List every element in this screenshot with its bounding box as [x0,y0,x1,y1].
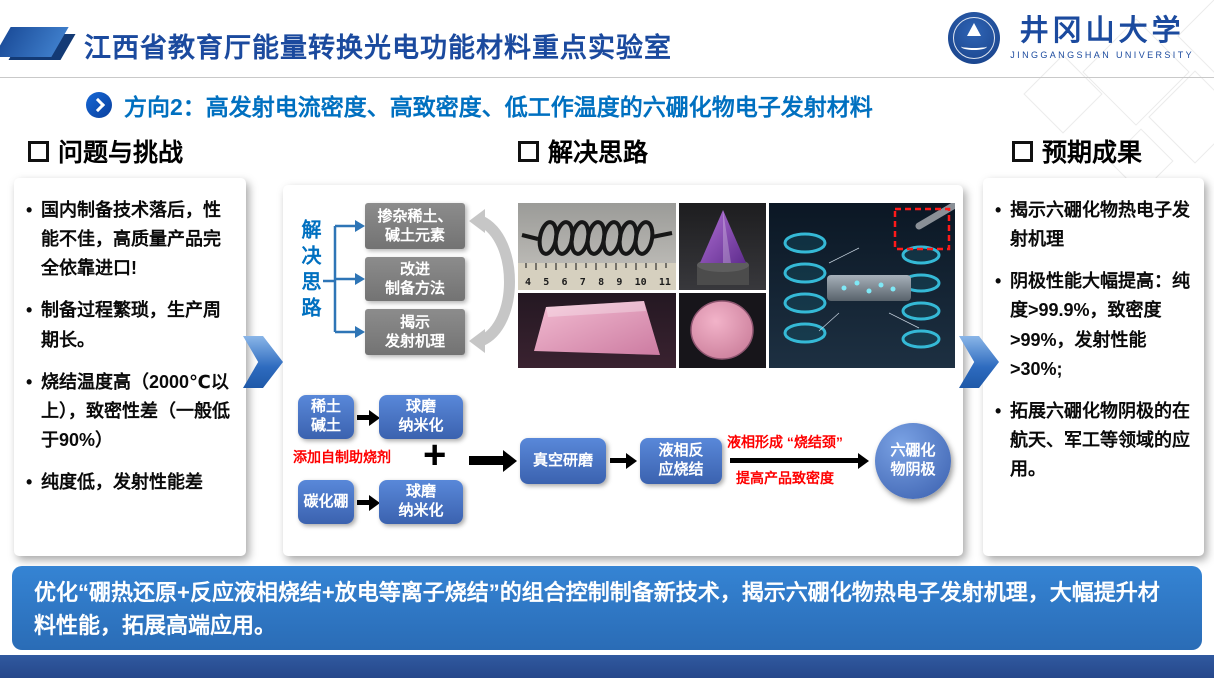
solution-title: 解决思路 [548,139,649,167]
summary-text: 优化“硼热还原+反应液相烧结+放电等离子烧结”的组合控制制备新技术，揭示六硼化物… [34,580,1160,638]
university-name-cn: 井冈山大学 [1019,14,1185,47]
results-list: 揭示六硼化物热电子发射机理 阴极性能大幅提高：纯度>99.9%，致密度>99%，… [995,196,1192,484]
flow-box-liquid-phase-sintering: 液相反 应烧结 [640,438,722,484]
ruler-number: 9 [616,277,623,288]
arrow-right-icon [610,458,626,463]
strategy-box-improve-method: 改进 制备方法 [365,257,465,301]
photo-pink-pellet [679,293,766,368]
flow-output-hexaboride-cathode: 六硼化 物阴极 [875,423,951,499]
bottom-strip-decoration [0,655,1214,678]
header-divider [0,77,1214,78]
flow-box-boron-carbide: 碳化硼 [298,480,354,524]
list-item: 烧结温度高（2000℃以上），致密性差（一般低于90%） [26,368,234,455]
solution-vertical-label: 解决思路 [298,219,320,323]
list-item: 拓展六硼化物阴极的在航天、军工等领域的应用。 [995,397,1192,484]
solution-panel: 解决思路 掺杂稀土、 碱土元素 改进 制备方法 揭示 发射机理 [283,185,963,556]
diagram-cathode-device [769,203,955,368]
ruler-number: 8 [598,277,605,288]
section-header-problems: 问题与挑战 [28,133,183,169]
ruler-number: 10 [634,277,647,288]
section-header-solution: 解决思路 [518,133,648,169]
section-header-results: 预期成果 [1012,133,1142,169]
strategy-box-reveal-mechanism: 揭示 发射机理 [365,309,465,355]
list-item: 国内制备技术落后，性能不佳，高质量产品完全依靠进口! [26,196,234,283]
ruler-number: 11 [658,277,671,288]
emblem-ring [953,17,996,59]
university-emblem-icon [948,12,1001,64]
university-logo-text: 井冈山大学 JINGGANGSHAN UNIVERSITY [1010,14,1194,60]
note-sintering-neck: 液相形成 “烧结颈” [727,434,843,450]
arrow-right-icon [357,415,369,420]
ruler-number: 4 [525,277,532,288]
ruler-number: 5 [543,277,550,288]
solution-branch-connector [323,220,365,338]
cycle-arrow-icon [469,209,515,353]
arrow-right-icon [469,456,503,465]
list-item: 阴极性能大幅提高：纯度>99.9%，致密度>99%，发射性能>30%; [995,267,1192,384]
summary-bar: 优化“硼热还原+反应液相烧结+放电等离子烧结”的组合控制制备新技术，揭示六硼化物… [12,566,1202,650]
direction-title: 方向2：高发射电流密度、高致密度、低工作温度的六硼化物电子发射材料 [124,94,873,120]
page-title: 江西省教育厅能量转换光电功能材料重点实验室 [84,33,672,63]
arrow-right-icon [357,500,369,505]
results-title: 预期成果 [1042,139,1143,167]
flow-chevron-arrow-icon [243,336,283,388]
direction-row: 方向2：高发射电流密度、高致密度、低工作温度的六硼化物电子发射材料 [86,88,873,122]
plus-sign: + [423,433,447,477]
ruler-scale-numbers: 4 5 6 7 8 9 10 11 [525,277,671,288]
square-bullet-icon [1012,140,1033,162]
flow-box-vacuum-grinding: 真空研磨 [520,438,606,484]
flow-box-rare-earth: 稀土 碱土 [298,395,354,439]
flow-box-ball-milling-top: 球磨 纳米化 [379,395,463,439]
problems-list: 国内制备技术落后，性能不佳，高质量产品完全依靠进口! 制备过程繁琐，生产周期长。… [26,196,234,498]
emblem-wave-icon [961,43,988,50]
emblem-sail-icon [967,23,982,36]
photo-pink-ingot [518,293,676,368]
university-name-en: JINGGANGSHAN UNIVERSITY [1010,49,1194,60]
results-panel: 揭示六硼化物热电子发射机理 阴极性能大幅提高：纯度>99.9%，致密度>99%，… [983,178,1204,556]
problems-title: 问题与挑战 [58,139,184,167]
note-additive: 添加自制助烧剂 [293,449,391,465]
problems-panel: 国内制备技术落后，性能不佳，高质量产品完全依靠进口! 制备过程繁琐，生产周期长。… [14,178,246,556]
list-item: 纯度低，发射性能差 [26,468,234,497]
ruler-number: 7 [579,277,586,288]
note-density: 提高产品致密度 [736,470,834,486]
strategy-box-doping: 掺杂稀土、 碱土元素 [365,203,465,249]
flow-box-ball-milling-bottom: 球磨 纳米化 [379,480,463,524]
photo-purple-cone-crystal [679,203,766,290]
arrow-right-icon [730,458,858,463]
ruler-number: 6 [561,277,568,288]
square-bullet-icon [518,140,539,162]
photo-coil-sample: 4 5 6 7 8 9 10 11 [518,203,676,290]
list-item: 揭示六硼化物热电子发射机理 [995,196,1192,254]
square-bullet-icon [28,140,49,162]
list-item: 制备过程繁琐，生产周期长。 [26,296,234,354]
university-logo: 井冈山大学 JINGGANGSHAN UNIVERSITY [948,12,1194,64]
chevron-right-circle-icon [86,92,112,118]
highlight-dashed-box [893,207,951,251]
